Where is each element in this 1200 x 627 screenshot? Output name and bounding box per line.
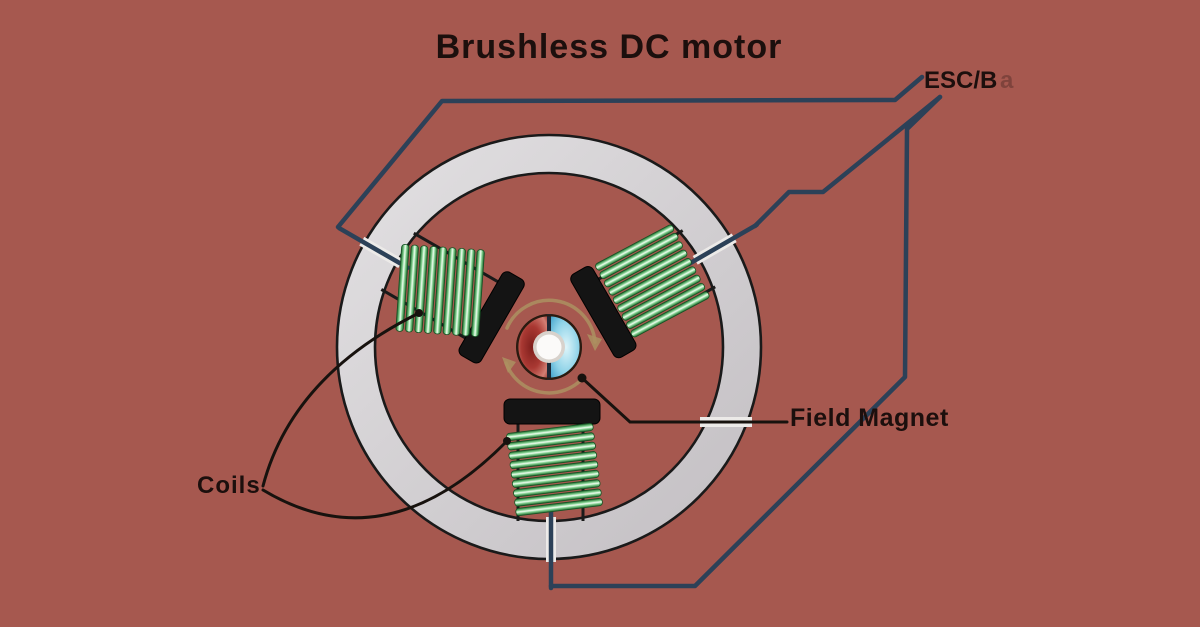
rotor-shaft [536, 334, 562, 360]
wire-phase-c [548, 94, 943, 589]
diagram-title: Brushless DC motor [436, 28, 783, 66]
winding-stack-top-left [395, 243, 485, 338]
wire-phase-b [752, 94, 943, 229]
rotation-arrow-top [505, 298, 597, 344]
coils-pointer-upper [261, 311, 421, 488]
esc-label-faded-char: a [1000, 67, 1014, 94]
coils-pointer-lower [261, 439, 509, 520]
phase-wires [335, 74, 943, 589]
rotor-field-magnet [516, 314, 582, 380]
wire-phase-a [335, 74, 925, 230]
field-magnet-label: Field Magnet [790, 404, 949, 432]
rotation-arrows [502, 298, 602, 395]
winding-stack-bottom [505, 422, 604, 517]
rotation-arrow-bottom [504, 361, 585, 395]
esc-label: ESC/B [924, 67, 997, 94]
coils-label: Coils [197, 472, 261, 499]
callout-pointers [261, 309, 789, 520]
field-magnet-pointer [580, 376, 789, 424]
coil-bottom [504, 399, 603, 588]
